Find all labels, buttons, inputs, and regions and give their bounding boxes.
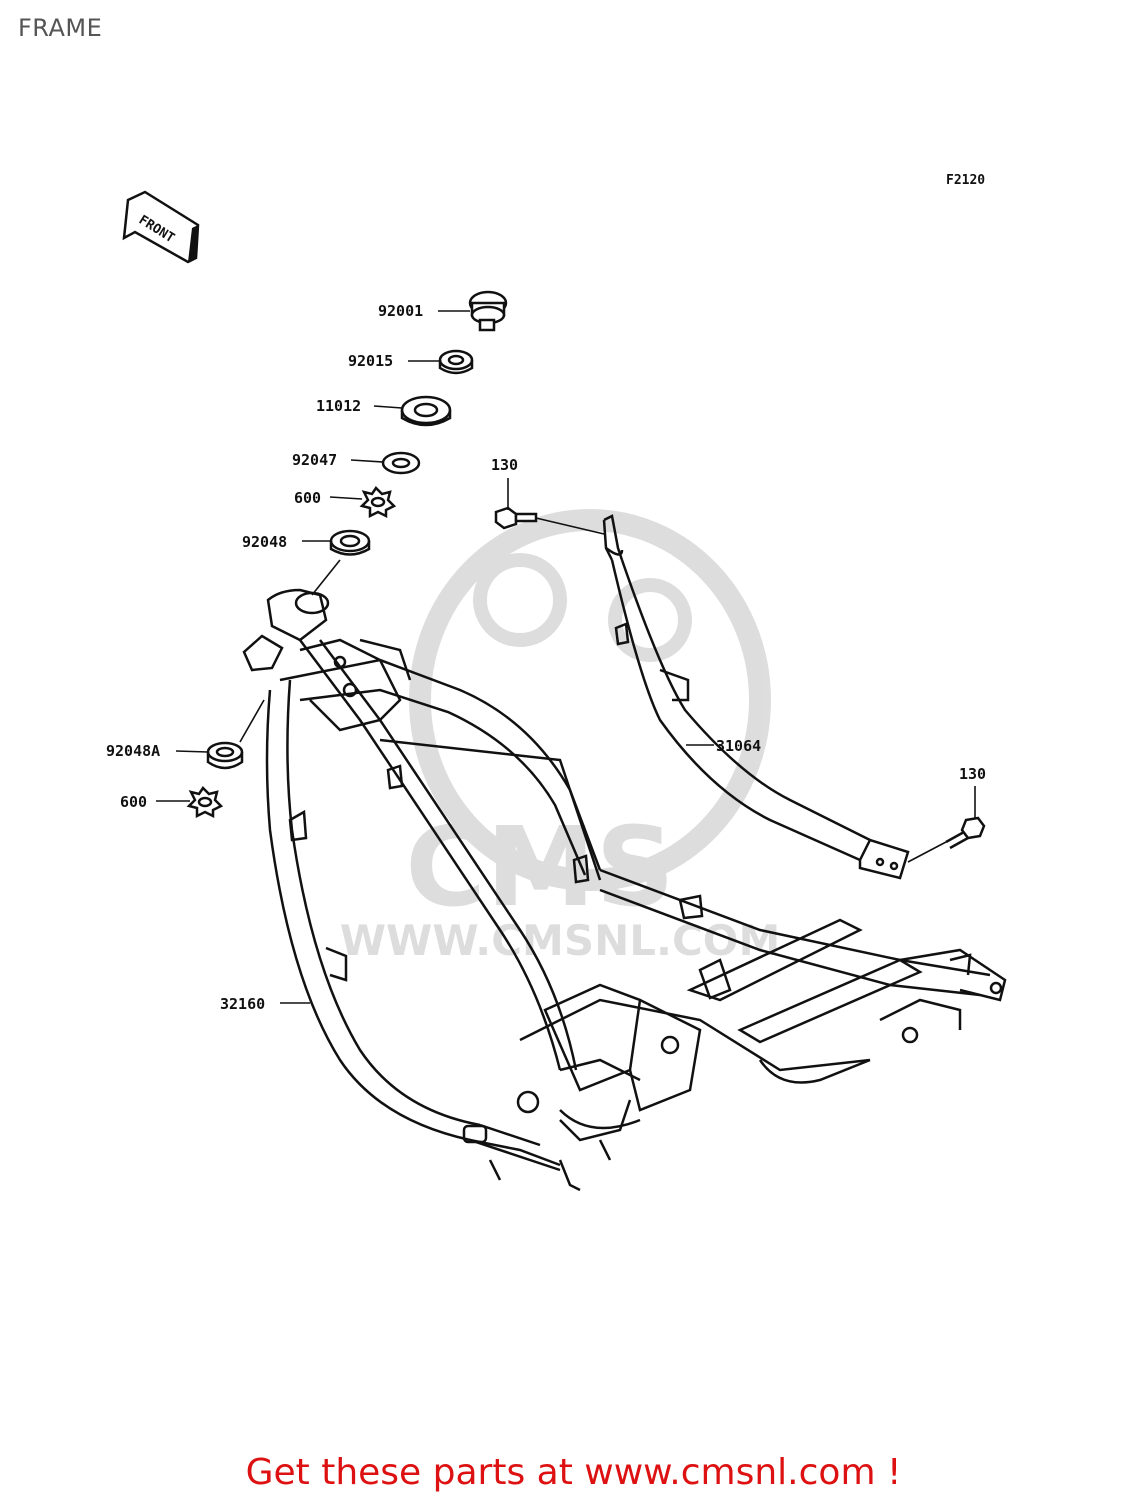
- callout-92048a: 92048A: [106, 742, 160, 760]
- leader-lines: [156, 310, 976, 1004]
- callout-600-lower: 600: [120, 793, 147, 811]
- callout-92048: 92048: [242, 533, 287, 551]
- page-title: FRAME: [18, 14, 103, 42]
- part-600-lock-washer-icon: [359, 486, 397, 519]
- part-92048-icon: [329, 529, 371, 556]
- part-92047-icon: [381, 451, 421, 475]
- part-130-bolt-right-icon: [945, 816, 986, 850]
- part-92015-icon: [438, 349, 474, 375]
- callout-92015: 92015: [348, 352, 393, 370]
- rear-subframe-31064: [602, 514, 910, 880]
- callout-130-upper: 130: [491, 456, 518, 474]
- callout-32160: 32160: [220, 995, 265, 1013]
- promo-link[interactable]: Get these parts at www.cmsnl.com !: [245, 1452, 902, 1493]
- callout-31064: 31064: [716, 737, 761, 755]
- callout-11012: 11012: [316, 397, 361, 415]
- part-11012-icon: [400, 395, 452, 427]
- parts-stack: [186, 290, 986, 850]
- part-600-lower-lock-washer-icon: [186, 786, 224, 819]
- watermark-logo: CMS: [405, 803, 674, 931]
- callout-92001: 92001: [378, 302, 423, 320]
- watermark: CMS WWW.CMSNL.COM: [340, 509, 781, 965]
- callout-130-right: 130: [959, 765, 986, 783]
- part-92048a-icon: [206, 741, 244, 770]
- front-arrow-icon: FRONT: [122, 190, 200, 264]
- watermark-url: WWW.CMSNL.COM: [340, 916, 781, 965]
- main-frame-32160: [242, 588, 1007, 1192]
- callout-92047: 92047: [292, 451, 337, 469]
- callout-600-upper: 600: [294, 489, 321, 507]
- figure-reference: F2120: [946, 173, 985, 188]
- part-92001-icon: [468, 290, 508, 332]
